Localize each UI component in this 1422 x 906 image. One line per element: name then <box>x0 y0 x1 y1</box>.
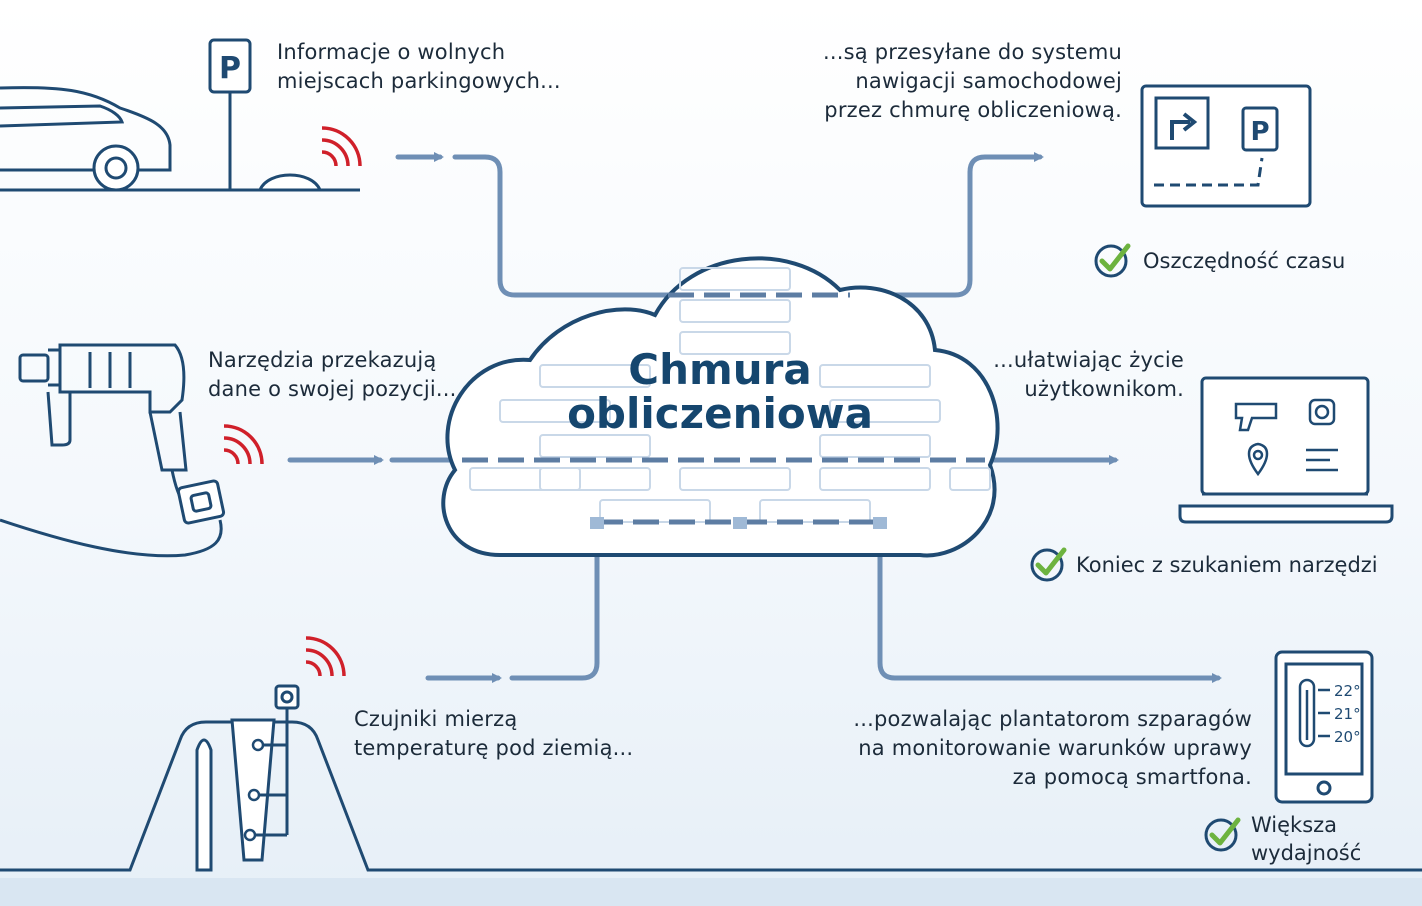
parking-sign-letter: P <box>219 51 241 86</box>
caption-line: miejscach parkingowych... <box>277 69 561 93</box>
asparagus-spear-icon <box>195 738 213 872</box>
caption-line: nawigacji samochodowej <box>855 69 1122 93</box>
check-icon <box>1204 817 1241 852</box>
cloud-title-line2: obliczeniowa <box>567 389 873 438</box>
signal-waves-icon <box>223 424 264 465</box>
caption-line: ...są przesyłane do systemu <box>822 40 1122 64</box>
laptop-icon <box>1178 376 1394 524</box>
tools-result-caption: ...ułatwiając życie użytkownikom. <box>960 346 1184 404</box>
cloud-shape <box>441 256 1000 558</box>
caption-line: Informacje o wolnych <box>277 40 506 64</box>
temp-label: 22° <box>1334 682 1361 700</box>
signal-waves-icon <box>321 126 362 167</box>
temperature-labels: 22° 21° 20° <box>1334 682 1361 746</box>
caption-line: temperaturę pod ziemią... <box>354 736 634 760</box>
cloud-connectors <box>590 517 887 529</box>
caption-line: ...pozwalając plantatorom szparagów <box>853 707 1252 731</box>
laptop-app-icons <box>1234 398 1338 477</box>
cloud-title: Chmura obliczeniowa <box>520 348 920 436</box>
temp-label: 21° <box>1334 705 1361 723</box>
parking-caption: Informacje o wolnych miejscach parkingow… <box>277 38 561 96</box>
check-icon <box>1030 547 1067 582</box>
ground-curve <box>0 518 223 558</box>
tracker-tag-icon <box>176 479 226 525</box>
cloud-network-dashes <box>462 292 985 525</box>
benefit-line: Większa <box>1251 813 1338 837</box>
navigation-screen-icon <box>1140 84 1312 208</box>
caption-line: przez chmurę obliczeniową. <box>824 98 1122 122</box>
sensor-nodes <box>243 738 265 842</box>
thermometer-icon <box>1298 678 1330 748</box>
flow-lines <box>287 152 1222 683</box>
caption-line: Narzędzia przekazują <box>208 348 437 372</box>
benefit-line: wydajność <box>1251 841 1362 865</box>
car-icon <box>0 86 172 192</box>
benefit-time-saving: Oszczędność czasu <box>1143 249 1346 273</box>
benefit-no-searching: Koniec z szukaniem narzędzi <box>1076 553 1378 577</box>
tools-caption: Narzędzia przekazują dane o swojej pozyc… <box>208 346 457 404</box>
navigation-caption: ...są przesyłane do systemu nawigacji sa… <box>760 38 1122 125</box>
caption-line: użytkownikom. <box>1024 377 1184 401</box>
caption-line: na monitorowanie warunków uprawy <box>858 736 1252 760</box>
drill-icon <box>18 343 188 472</box>
caption-line: dane o swojej pozycji... <box>208 377 457 401</box>
sensors-result-caption: ...pozwalając plantatorom szparagów na m… <box>800 705 1252 792</box>
signal-waves-icon <box>305 636 346 677</box>
benefit-efficiency: Większa wydajność <box>1251 811 1361 867</box>
smartphone-icon <box>1274 650 1374 804</box>
check-icon <box>1094 243 1131 278</box>
server-racks <box>469 267 991 523</box>
caption-line: ...ułatwiając życie <box>993 348 1184 372</box>
sensors-caption: Czujniki mierzą temperaturę pod ziemią..… <box>354 705 633 763</box>
soil-sensor-icon <box>230 684 300 862</box>
cloud-title-line1: Chmura <box>628 345 812 394</box>
ground-band <box>0 878 1422 906</box>
caption-line: Czujniki mierzą <box>354 707 518 731</box>
temp-label: 20° <box>1334 728 1361 746</box>
navigation-sign-letter: P <box>1250 117 1269 147</box>
parking-sensor-icon <box>257 173 323 192</box>
parking-sign-icon <box>208 38 252 190</box>
caption-line: za pomocą smartfona. <box>1012 765 1252 789</box>
